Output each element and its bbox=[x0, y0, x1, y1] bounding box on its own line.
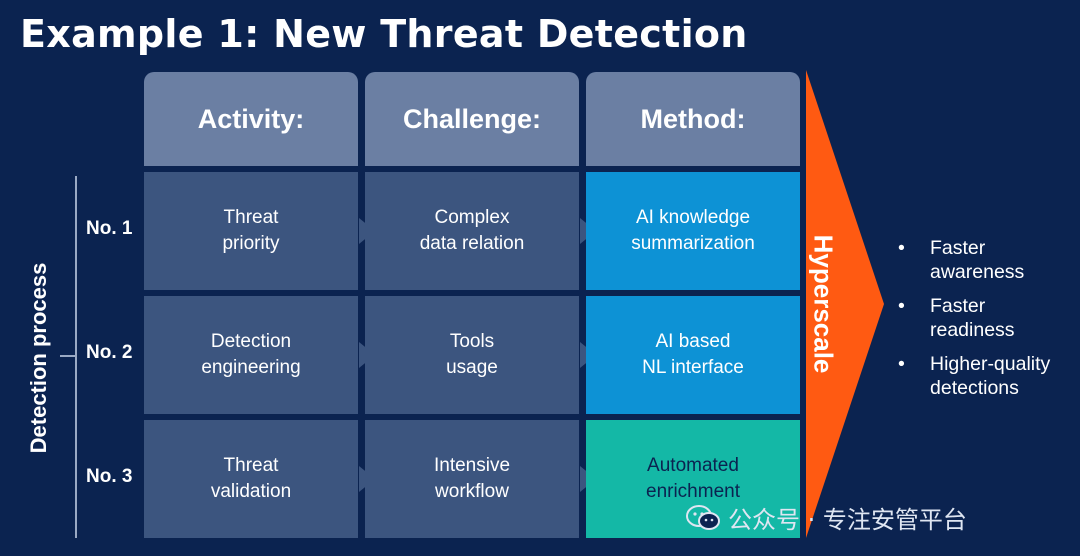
header-challenge: Challenge: bbox=[365, 72, 579, 166]
cell-text-line: enrichment bbox=[646, 481, 740, 502]
cell-text-line: priority bbox=[222, 233, 280, 254]
benefit-line: readiness bbox=[930, 319, 1015, 341]
process-bracket-line bbox=[75, 176, 77, 538]
arrow-shape bbox=[806, 70, 884, 538]
cell-text-line: Complex bbox=[434, 207, 510, 228]
row-label-1: No. 1 bbox=[86, 218, 133, 239]
cell-method-1: AI knowledge summarization bbox=[586, 172, 800, 290]
benefit-line: Higher-quality bbox=[930, 353, 1051, 375]
cell-text-line: summarization bbox=[631, 233, 755, 254]
row-label-3: No. 3 bbox=[86, 466, 133, 487]
cell-text-line: NL interface bbox=[642, 357, 744, 378]
cell-text-line: engineering bbox=[201, 357, 301, 378]
hyperscale-arrow-icon bbox=[806, 70, 884, 538]
watermark-text: 公众号 · 专注安管平台 bbox=[728, 506, 967, 534]
bullet-icon: • bbox=[898, 295, 905, 317]
cell-activity-3: Threat validation bbox=[144, 420, 358, 538]
cell-challenge-3: Intensive workflow bbox=[365, 420, 579, 538]
detection-process-label-area: Detection process bbox=[22, 178, 56, 538]
detection-process-label: Detection process bbox=[26, 262, 51, 454]
cell-text-line: validation bbox=[210, 481, 292, 502]
hyperscale-label: Hyperscale bbox=[808, 234, 839, 374]
benefit-line: awareness bbox=[930, 261, 1025, 283]
page-title: Example 1: New Threat Detection bbox=[20, 12, 748, 56]
cell-text-line: Automated bbox=[647, 455, 739, 476]
cell-method-3: Automated enrichment bbox=[586, 420, 800, 538]
header-activity: Activity: bbox=[144, 72, 358, 166]
benefit-line: Faster bbox=[930, 237, 986, 259]
cell-text-line: workflow bbox=[435, 481, 509, 502]
cell-text-line: Intensive bbox=[433, 455, 511, 476]
header-method: Method: bbox=[586, 72, 800, 166]
cell-text-line: AI based bbox=[655, 331, 731, 352]
benefit-line: Faster bbox=[930, 295, 986, 317]
process-bracket-tick bbox=[60, 355, 76, 357]
cell-text-line: AI knowledge bbox=[635, 207, 751, 228]
benefit-line: detections bbox=[930, 377, 1019, 399]
cell-text-line: Threat bbox=[223, 455, 279, 476]
cell-challenge-2: Tools usage bbox=[365, 296, 579, 414]
cell-activity-1: Threat priority bbox=[144, 172, 358, 290]
row-label-2: No. 2 bbox=[86, 342, 133, 363]
cell-text-line: Threat bbox=[223, 207, 279, 228]
cell-text-line: data relation bbox=[419, 233, 525, 254]
bullet-icon: • bbox=[898, 237, 905, 259]
bullet-icon: • bbox=[898, 353, 905, 375]
watermark: 公众号 · 专注安管平台 bbox=[686, 500, 967, 535]
cell-text-line: Detection bbox=[210, 331, 292, 352]
wechat-icon bbox=[686, 504, 720, 530]
cell-activity-2: Detection engineering bbox=[144, 296, 358, 414]
cell-method-2: AI based NL interface bbox=[586, 296, 800, 414]
cell-text-line: Tools bbox=[449, 331, 495, 352]
cell-text-line: usage bbox=[446, 357, 498, 378]
cell-challenge-1: Complex data relation bbox=[365, 172, 579, 290]
